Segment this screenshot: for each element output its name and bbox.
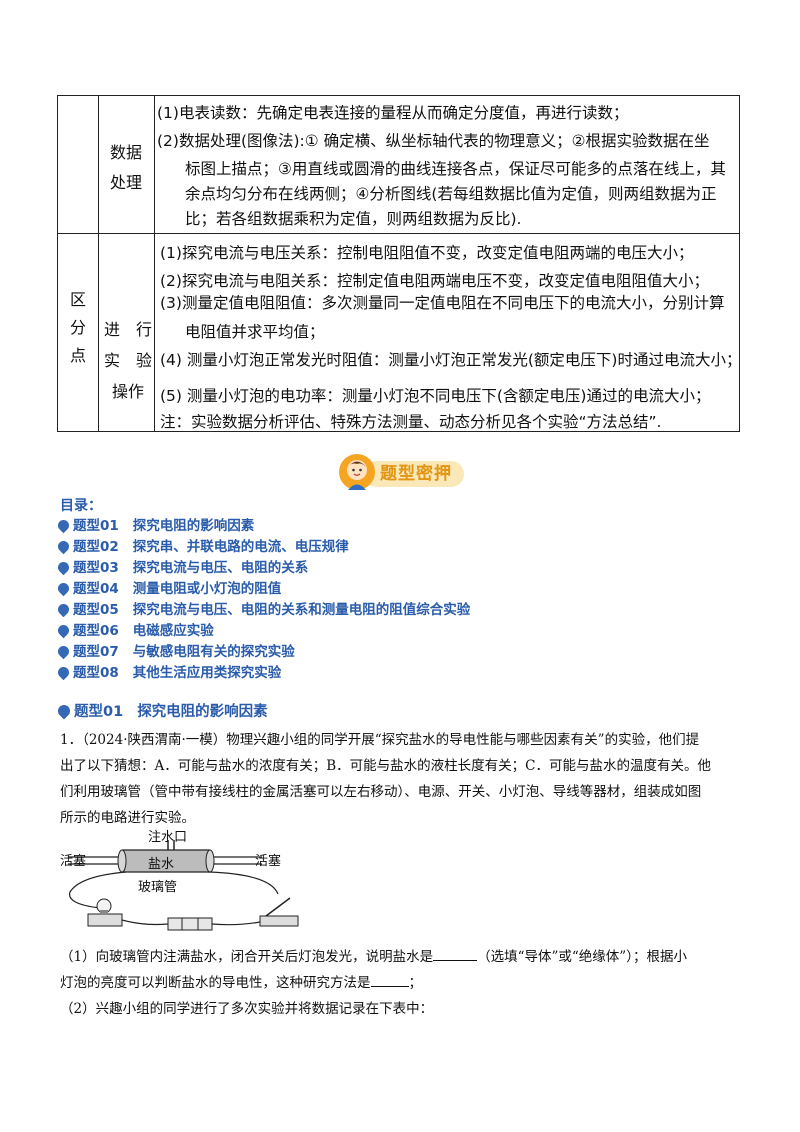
- sub-question-1: （1）向玻璃管内注满盐水，闭合开关后灯泡发光，说明盐水是（选填“导体”或“绝缘体…: [60, 944, 687, 970]
- pin-icon: [55, 643, 72, 659]
- question-line-1: 1．（2024·陕西渭南·一模）物理兴趣小组的同学开展“探究盐水的导电性能与哪些…: [60, 732, 700, 748]
- row2-line-7: 注：实验数据分析评估、特殊方法测量、动态分析见各个实验“方法总结”.: [160, 413, 662, 431]
- row2-line-6: (5) 测量小灯泡的电功率：测量小灯泡不同电压下(含额定电压)通过的电流大小；: [160, 387, 711, 405]
- row1-line-5: 比；若各组数据乘积为定值，则两组数据为反比).: [185, 210, 522, 228]
- circuit-diagram: [68, 840, 299, 931]
- teacher-avatar-icon: [339, 454, 375, 490]
- row1-line-1: (1)电表读数：先确定电表连接的量程从而确定分度值，再进行读数；: [157, 104, 629, 122]
- banner-title: 题型密押: [380, 464, 452, 484]
- banner-pill: [364, 461, 464, 487]
- question-line-4: 所示的电路进行实验。: [60, 810, 195, 826]
- pin-icon: [55, 517, 72, 533]
- question-line-3: 们利用玻璃管（管中带有接线柱的金属活塞可以左右移动）、电源、开关、小灯泡、导线等…: [60, 784, 702, 800]
- row1-line-3: 标图上描点；③用直线或圆滑的曲线连接各点，保证尽可能多的点落在线上，其: [185, 160, 726, 178]
- sub-question-2: （2）兴趣小组的同学进行了多次实验并将数据记录在下表中：: [60, 1001, 434, 1017]
- row2-line-2: (2)探究电流与电阻关系：控制定值电阻两端电压不变，改变定值电阻阻值大小；: [160, 272, 709, 290]
- pin-icon: [55, 559, 72, 575]
- answer-blank-2[interactable]: [370, 972, 409, 987]
- question-line-2: 出了以下猜想：A．可能与盐水的浓度有关；B．可能与盐水的液柱长度有关；C．可能与…: [60, 758, 711, 774]
- row2-line-4: 电阻值并求平均值；: [185, 323, 325, 341]
- circuit-figure: [40, 826, 330, 938]
- fig-label-inlet: 注水口: [148, 830, 188, 845]
- row1-line-2: (2)数据处理(图像法):① 确定横、纵坐标轴代表的物理意义；②根据实验数据在坐: [157, 132, 710, 150]
- row1-header: 数据 处理: [109, 143, 142, 192]
- fig-label-salt: 盐水: [148, 857, 175, 872]
- row2-line-1: (1)探究电流与电压关系：控制电阻阻值不变，改变定值电阻两端的电压大小；: [160, 244, 694, 262]
- pin-icon: [55, 664, 72, 680]
- row2-outer-header: 区 分 点: [69, 290, 86, 365]
- row1-line-4: 余点均匀分布在线两侧；④分析图线(若每组数据比值为定值，则两组数据为正: [185, 185, 717, 203]
- summary-table: [57, 95, 740, 432]
- fig-label-piston-left: 活塞: [60, 854, 87, 869]
- fig-label-piston-right: 活塞: [255, 854, 282, 869]
- pin-icon: [55, 601, 72, 617]
- pin-icon: [55, 538, 72, 554]
- pin-icon: [55, 580, 72, 596]
- row2-line-5: (4) 测量小灯泡正常发光时阻值：测量小灯泡正常发光(额定电压下)时通过电流大小…: [160, 351, 742, 369]
- sub-question-1-cont: 灯泡的亮度可以判断盐水的导电性，这种研究方法是；: [60, 970, 422, 996]
- toc-title: 目录：: [60, 498, 102, 514]
- fig-label-tube: 玻璃管: [138, 880, 178, 895]
- answer-blank-1[interactable]: [433, 946, 478, 961]
- section-banner: 题型密押: [338, 453, 464, 491]
- row2-line-3: (3)测量定值电阻阻值：多次测量同一定值电阻在不同电压下的电流大小，分别计算: [160, 294, 725, 312]
- pin-icon: [55, 702, 73, 720]
- row2-header: 进 行 实 验 操作: [103, 320, 152, 401]
- pin-icon: [55, 622, 72, 638]
